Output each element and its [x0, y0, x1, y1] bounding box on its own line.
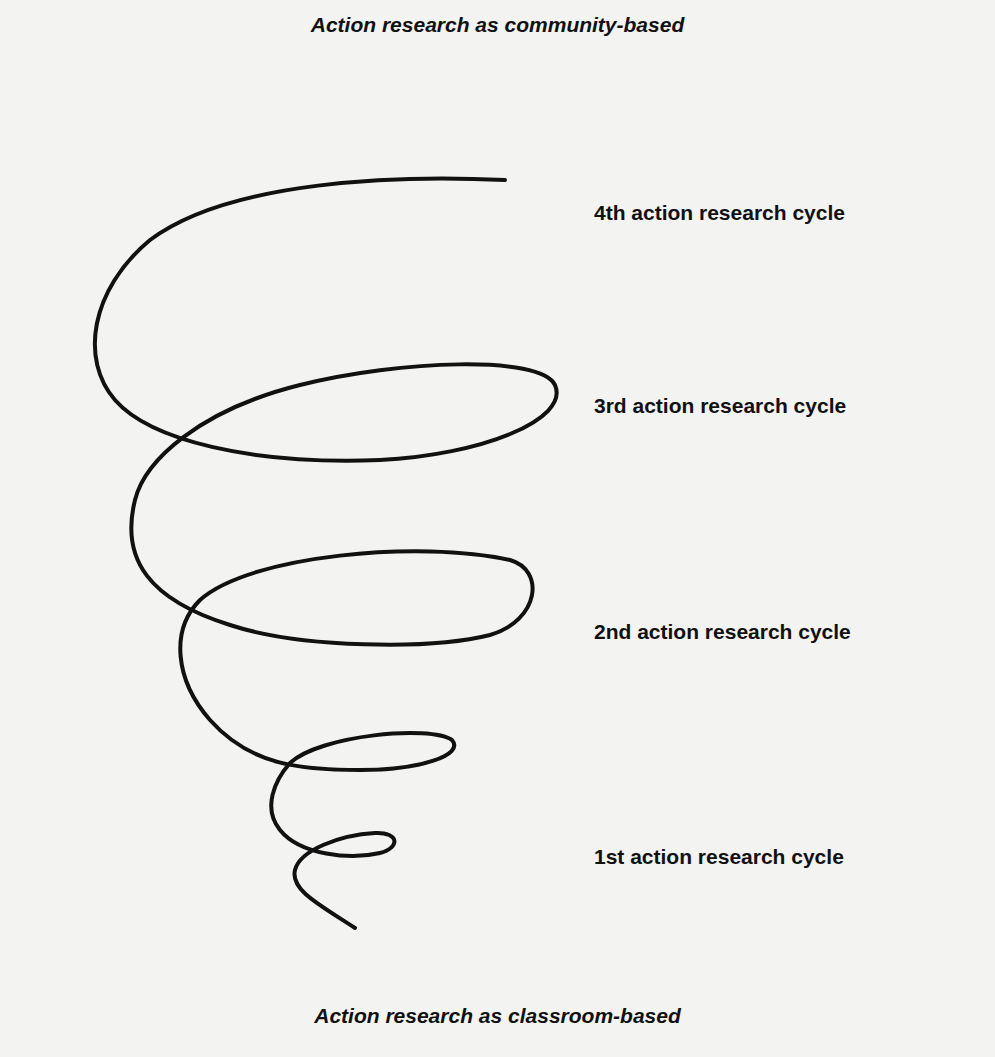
cycle-label: 3rd action research cycle [594, 393, 984, 419]
bottom-heading: Action research as classroom-based [0, 1003, 995, 1029]
cycle-label: 1st action research cycle [594, 844, 984, 870]
spiral-line [95, 179, 557, 928]
cycle-label: 4th action research cycle [594, 200, 984, 226]
top-heading: Action research as community-based [0, 12, 995, 38]
cycle-label: 2nd action research cycle [594, 619, 984, 645]
